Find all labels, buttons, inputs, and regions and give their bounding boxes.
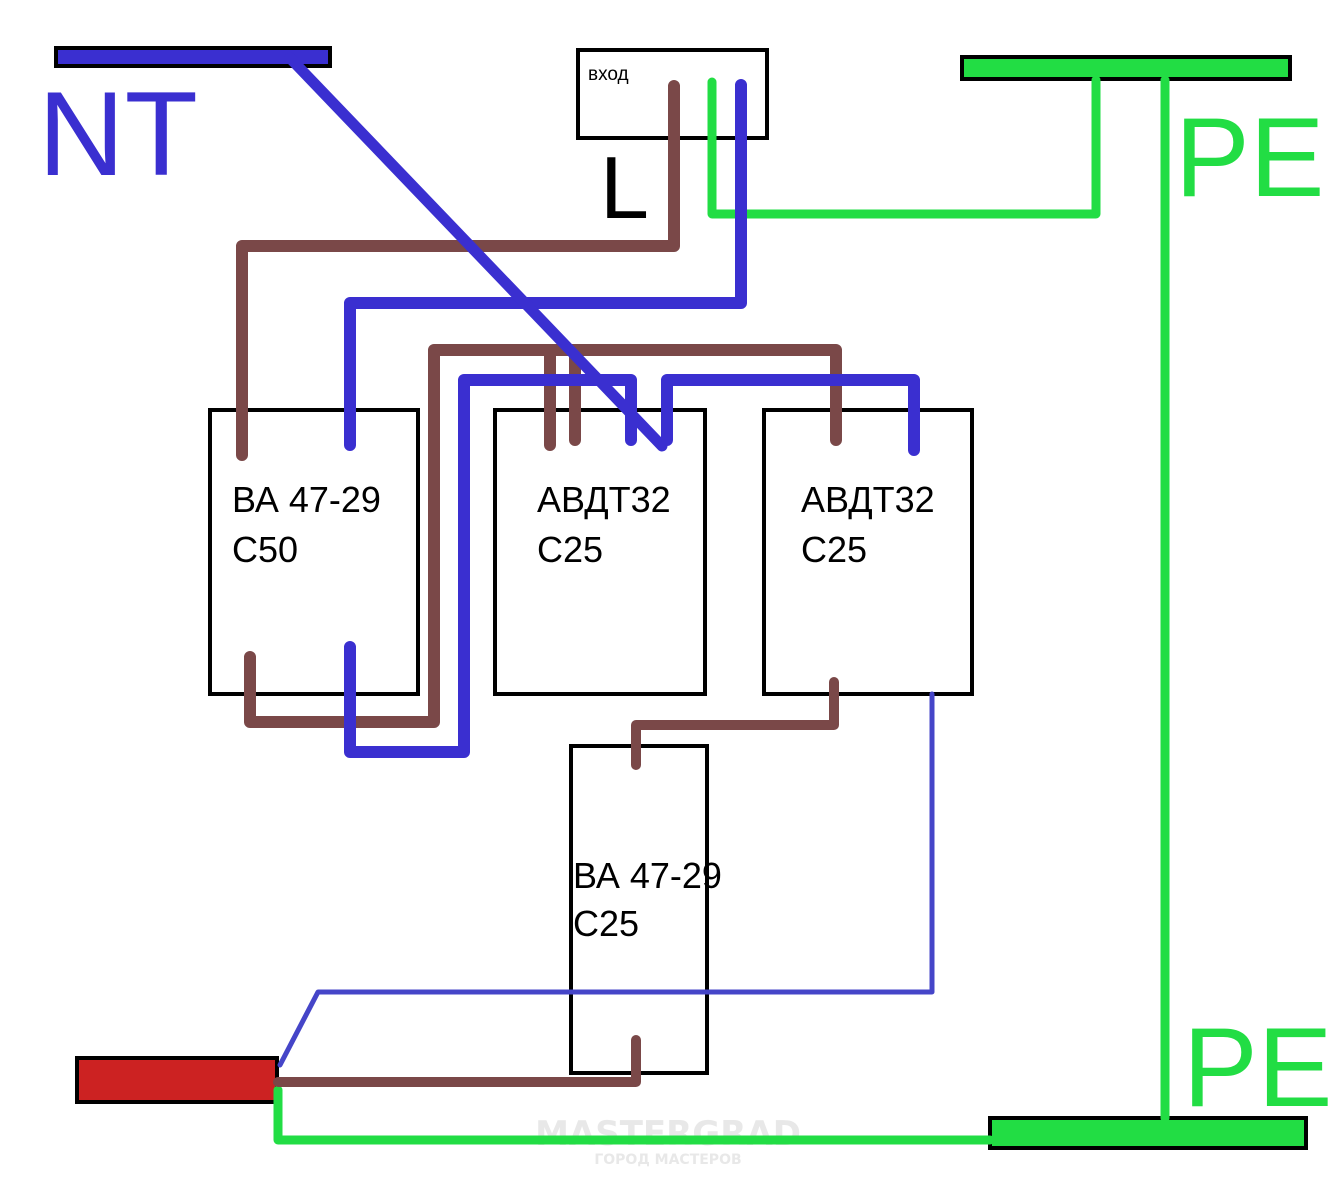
breaker-box-2 [493,408,707,696]
pe-top-label: PE [1175,95,1324,220]
pe-bottom-label: PE [1183,1005,1332,1130]
phase-wire-input [236,80,680,461]
input-phase-label: L [600,138,649,237]
pe-wire-input [707,75,1101,219]
phase-wire-ba50-out [244,344,842,728]
breaker-4-rating: С25 [573,903,639,944]
n-bus-bar [54,46,332,68]
breaker-4-model: ВА 47-29 [573,855,722,896]
breaker-1-model: ВА 47-29 [232,479,381,520]
breaker-box-3 [762,408,974,696]
watermark-subtitle: ГОРОД МАСТЕРОВ [594,1152,741,1168]
pe-bus-top [960,55,1292,81]
watermark-title: MASTERGRAD [535,1114,801,1154]
phase-wire-avdt2-out [631,677,839,770]
pe-bus-bottom [988,1116,1308,1150]
breaker-2-model: АВДТ32 [537,479,671,520]
neutral-wire-avdt2-out [277,691,935,1068]
neutral-wire-avdt2-in [661,374,920,456]
neutral-wire-ba50-out [344,374,637,758]
breaker-3-rating: С25 [801,529,867,570]
input-box-label: вход [588,64,629,85]
neutral-wire-input [344,79,747,451]
phase-wire-ba25-out [273,1035,641,1087]
red-bus-bar [75,1056,279,1104]
breaker-3-model: АВДТ32 [801,479,935,520]
n-bus-label: NT [38,67,198,201]
pe-wire-bottom [273,1085,995,1145]
breaker-2-rating: С25 [537,529,603,570]
breaker-1-rating: С50 [232,529,298,570]
